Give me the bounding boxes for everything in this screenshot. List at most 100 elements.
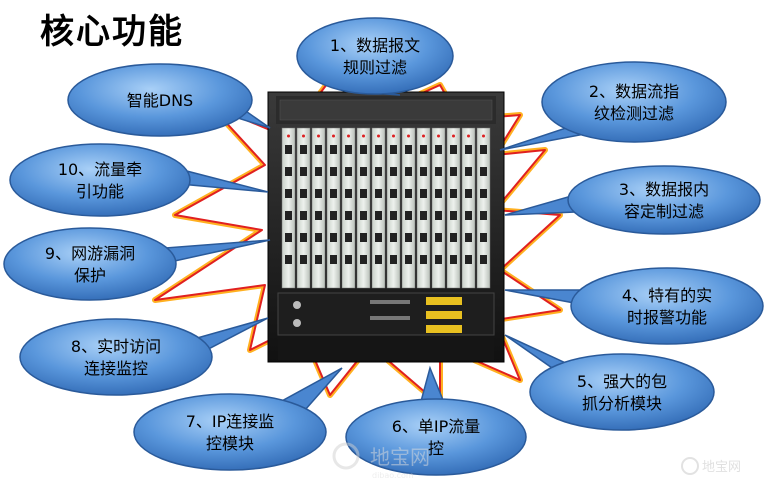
card-port: [285, 255, 292, 264]
card-port: [360, 167, 367, 176]
bubble-shape: [133, 393, 327, 471]
card-port: [390, 211, 397, 220]
card-port: [285, 167, 292, 176]
feature-label: 纹检测过滤: [594, 104, 674, 123]
bubble-shape: [345, 398, 527, 476]
card-port: [480, 211, 487, 220]
card-port: [420, 189, 427, 198]
card-port: [315, 189, 322, 198]
bubble-shape: [19, 318, 213, 396]
feature-label: 1、数据报文: [330, 36, 420, 55]
card-port: [360, 189, 367, 198]
feature-label: 9、网游漏洞: [45, 244, 135, 263]
card-port: [390, 189, 397, 198]
feature-label: 2、数据流指: [589, 82, 679, 101]
card-port: [375, 189, 382, 198]
card-led: [317, 134, 320, 138]
feature-label: 3、数据报内: [619, 180, 709, 199]
bubble-shape: [67, 63, 253, 137]
card-port: [300, 233, 307, 242]
feature-label: 智能DNS: [127, 91, 193, 110]
feature-label: 5、强大的包: [577, 372, 667, 391]
feature-label: 引功能: [76, 182, 124, 201]
card-port: [330, 211, 337, 220]
card-led: [302, 134, 305, 138]
card-port: [435, 145, 442, 154]
card-port: [450, 211, 457, 220]
card-port: [300, 189, 307, 198]
card-port: [435, 211, 442, 220]
card-port: [315, 233, 322, 242]
card-port: [345, 255, 352, 264]
card-port: [330, 145, 337, 154]
card-port: [420, 211, 427, 220]
card-port: [345, 189, 352, 198]
feature-label: 保护: [74, 266, 106, 285]
card-port: [315, 255, 322, 264]
feature-label: 控模块: [206, 434, 254, 453]
bubble-shape: [570, 267, 764, 345]
watermark-right-text: 地宝网: [702, 460, 741, 475]
card-port: [435, 189, 442, 198]
card-port: [465, 167, 472, 176]
feature-label: 8、实时访问: [71, 337, 161, 356]
card-port: [450, 167, 457, 176]
card-led: [482, 134, 485, 138]
card-port: [300, 211, 307, 220]
feature-bubble-fdns: 智能DNS: [67, 63, 271, 137]
bubble-shape: [3, 227, 177, 301]
card-port: [465, 233, 472, 242]
card-port: [405, 189, 412, 198]
card-port: [300, 255, 307, 264]
card-port: [420, 167, 427, 176]
card-port: [420, 233, 427, 242]
card-port: [375, 233, 382, 242]
card-port: [480, 255, 487, 264]
card-port: [300, 167, 307, 176]
card-port: [480, 233, 487, 242]
card-port: [450, 233, 457, 242]
card-port: [300, 145, 307, 154]
feature-label: 规则过滤: [343, 58, 407, 77]
card-led: [437, 134, 440, 138]
card-port: [480, 189, 487, 198]
card-port: [420, 255, 427, 264]
card-port: [330, 189, 337, 198]
feature-label: 容定制过滤: [624, 202, 704, 221]
feature-label: 抓分析模块: [582, 394, 662, 413]
feature-label: 时报警功能: [627, 308, 707, 327]
card-port: [405, 211, 412, 220]
card-port: [330, 255, 337, 264]
card-port: [480, 167, 487, 176]
feature-label: 6、单IP流量: [392, 417, 481, 436]
card-led: [392, 134, 395, 138]
card-led: [347, 134, 350, 138]
card-led: [422, 134, 425, 138]
bubble-shape: [296, 17, 454, 95]
card-port: [465, 255, 472, 264]
card-port: [435, 167, 442, 176]
card-port: [375, 211, 382, 220]
line-cards: [281, 127, 491, 289]
card-port: [450, 255, 457, 264]
feature-label: 控: [428, 439, 444, 458]
card-port: [465, 189, 472, 198]
card-port: [435, 233, 442, 242]
card-port: [360, 145, 367, 154]
card-port: [360, 211, 367, 220]
card-port: [360, 233, 367, 242]
card-led: [287, 134, 290, 138]
card-port: [375, 167, 382, 176]
card-port: [285, 211, 292, 220]
feature-label: 7、IP连接监: [186, 412, 275, 431]
card-port: [315, 211, 322, 220]
card-port: [375, 255, 382, 264]
feature-label: 连接监控: [84, 359, 148, 378]
card-port: [330, 233, 337, 242]
